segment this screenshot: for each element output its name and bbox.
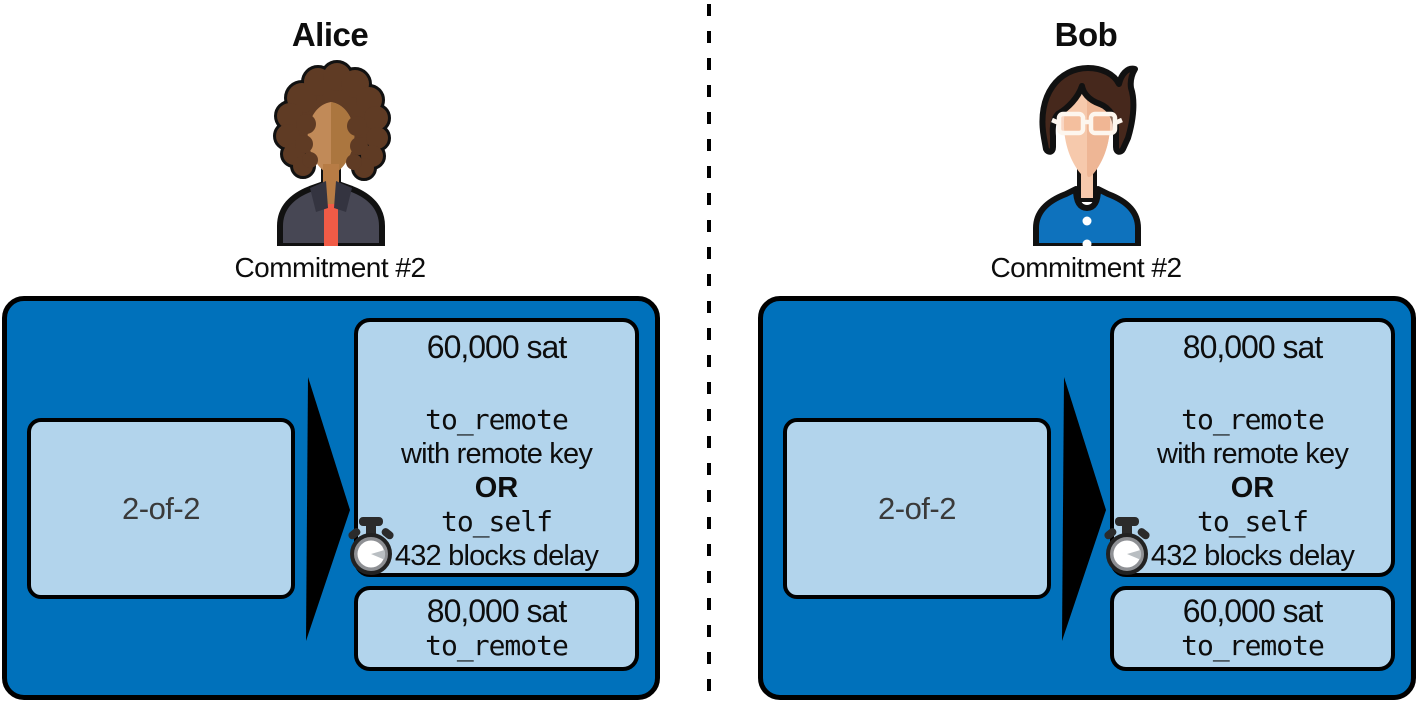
dashed-divider-line [707, 4, 711, 706]
alice-avatar [273, 60, 391, 246]
multisig-input-box: 2-of-2 [783, 418, 1051, 599]
output-box-2: 60,000 sat to_remote [1110, 586, 1395, 671]
output-amount: 60,000 sat [426, 329, 567, 365]
output-box-1: 80,000 sat to_remote with remote key OR … [1110, 318, 1395, 577]
multisig-label: 2-of-2 [122, 490, 200, 526]
commitment-label: Commitment #2 [990, 252, 1182, 283]
output-box-1: 60,000 sat to_remote with remote key OR … [354, 318, 639, 577]
script-line: OR [474, 472, 519, 504]
person-name-bob: Bob [1054, 16, 1118, 53]
arrow-right-icon [1062, 377, 1106, 641]
commitment-label: Commitment #2 [234, 252, 426, 283]
script-line: OR [1230, 472, 1275, 504]
script-line: to_remote [425, 403, 569, 436]
output-box-2: 80,000 sat to_remote [354, 586, 639, 671]
script-line: to_remote [425, 629, 569, 662]
panel-bob: Bob Commitment #2 2-of-2 80,000 sat to_r… [756, 0, 1419, 706]
stopwatch-icon [348, 517, 394, 575]
arrow-right-icon [306, 377, 350, 641]
script-line: 432 blocks delay [394, 540, 599, 572]
multisig-input-box: 2-of-2 [27, 418, 295, 599]
script-line: to_remote [1181, 629, 1325, 662]
output-amount: 80,000 sat [426, 593, 567, 629]
spacer [1114, 367, 1391, 403]
script-line: to_self [1196, 505, 1309, 538]
script-line: with remote key [400, 438, 593, 470]
script-line: 432 blocks delay [1150, 540, 1355, 572]
output-amount: 80,000 sat [1182, 329, 1323, 365]
script-line: with remote key [1156, 438, 1349, 470]
bob-avatar [1033, 65, 1141, 246]
multisig-label: 2-of-2 [878, 490, 956, 526]
script-line: to_self [440, 505, 553, 538]
script-line: to_remote [1181, 403, 1325, 436]
stopwatch-icon [1104, 517, 1150, 575]
output-amount: 60,000 sat [1182, 593, 1323, 629]
spacer [358, 367, 635, 403]
panel-alice: Alice Commitment [0, 0, 663, 706]
person-name-alice: Alice [291, 16, 369, 53]
